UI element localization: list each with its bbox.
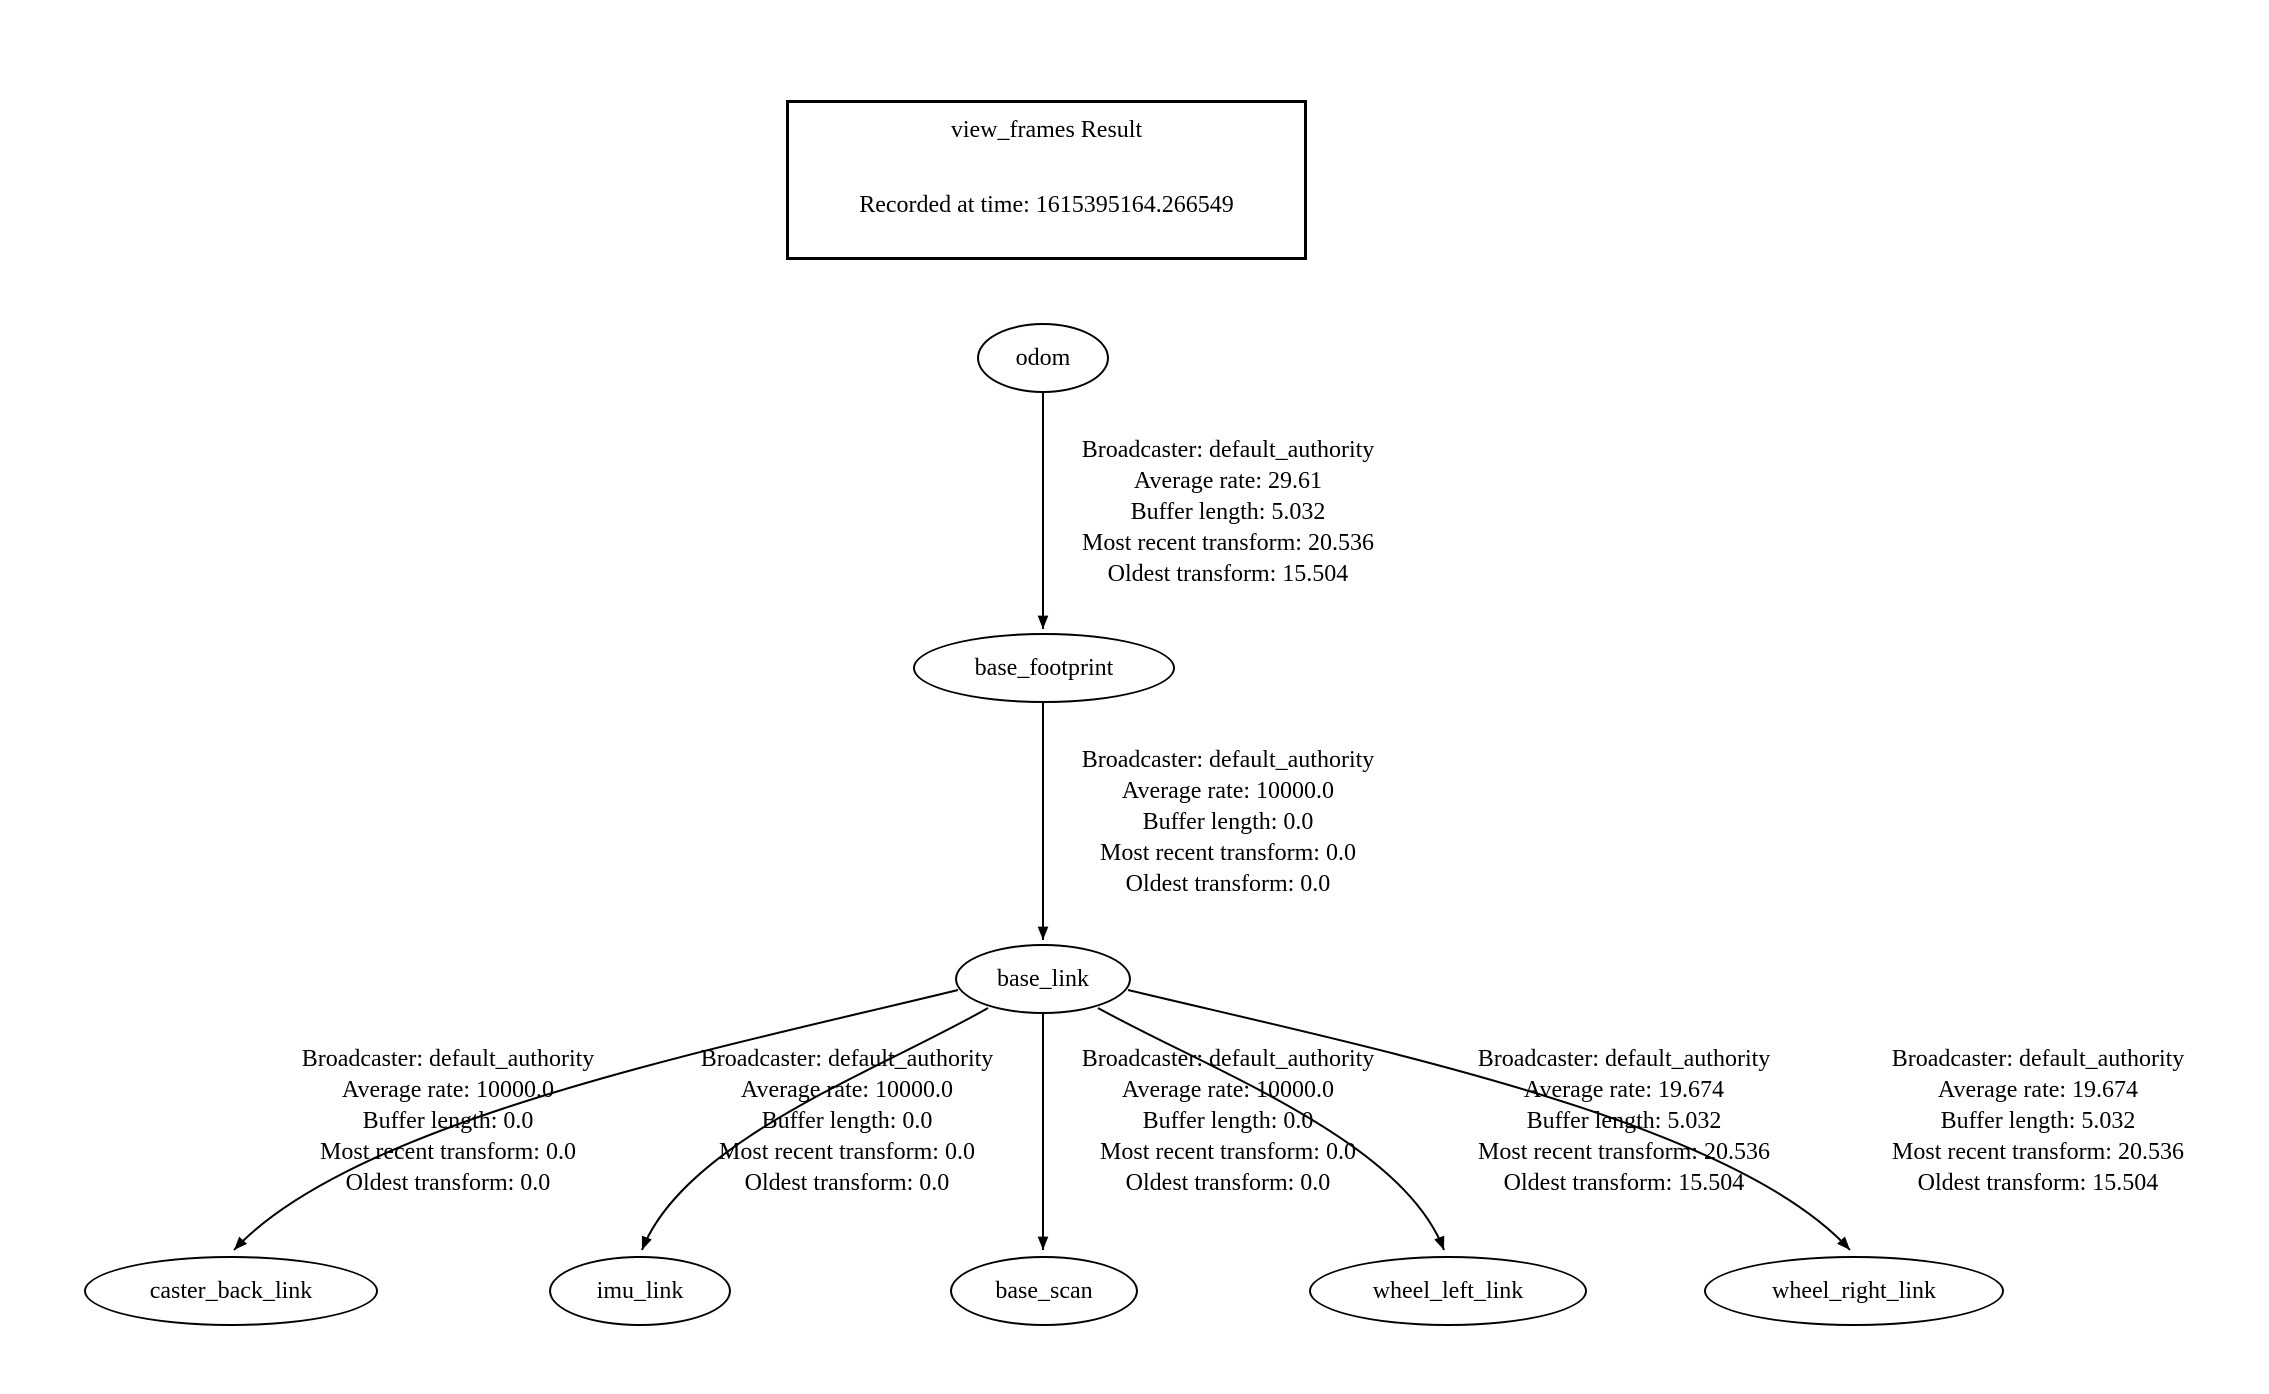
- edge-label-line: Oldest transform: 15.504: [1503, 1170, 1745, 1196]
- node-caster_back_link-label: caster_back_link: [149, 1277, 313, 1304]
- edge-base_link-caster_back_link: [233, 989, 959, 1251]
- node-base_link: base_link: [955, 944, 1131, 1014]
- edge-label-line: Oldest transform: 0.0: [1125, 1170, 1331, 1196]
- node-imu_link: imu_link: [549, 1256, 731, 1326]
- node-wheel_left_link: wheel_left_link: [1309, 1256, 1587, 1326]
- edge-label-line: Buffer length: 0.0: [1142, 809, 1314, 835]
- edge-label-line: Average rate: 19.674: [1937, 1077, 2139, 1103]
- edge-label-line: Buffer length: 0.0: [761, 1108, 933, 1134]
- node-wheel_left_link-label: wheel_left_link: [1372, 1277, 1524, 1304]
- edge-base_link-wheel_left_link: [1097, 1007, 1445, 1251]
- node-base_scan: base_scan: [950, 1256, 1138, 1326]
- edge-label-line: Oldest transform: 0.0: [1125, 871, 1331, 897]
- edge-label-line: Oldest transform: 0.0: [744, 1170, 950, 1196]
- node-wheel_right_link: wheel_right_link: [1704, 1256, 2004, 1326]
- edge-label-line: Buffer length: 5.032: [1130, 499, 1326, 525]
- edge-label-line: Most recent transform: 0.0: [1100, 840, 1356, 866]
- edge-label-base_link-caster_back_link: Broadcaster: default_authority Average r…: [302, 1044, 595, 1199]
- edge-label-line: Broadcaster: default_authority: [1081, 437, 1375, 463]
- edge-label-line: Most recent transform: 0.0: [1100, 1139, 1356, 1165]
- node-base_link-label: base_link: [997, 965, 1089, 992]
- node-base_footprint-label: base_footprint: [974, 654, 1114, 681]
- edge-label-line: Most recent transform: 20.536: [1082, 530, 1374, 556]
- edge-label-line: Most recent transform: 0.0: [320, 1139, 576, 1165]
- title-text: view_frames Result: [950, 117, 1143, 143]
- edge-label-base_link-imu_link: Broadcaster: default_authority Average r…: [701, 1044, 994, 1199]
- node-odom: odom: [977, 323, 1109, 393]
- edge-label-line: Average rate: 10000.0: [1121, 778, 1335, 804]
- edge-label-base_link-wheel_left_link: Broadcaster: default_authority Average r…: [1478, 1044, 1771, 1199]
- edge-label-line: Average rate: 29.61: [1133, 468, 1323, 494]
- edge-label-base_link-wheel_right_link: Broadcaster: default_authority Average r…: [1892, 1044, 2185, 1199]
- node-base_footprint: base_footprint: [913, 633, 1175, 703]
- edge-label-line: Most recent transform: 20.536: [1478, 1139, 1770, 1165]
- edge-label-line: Broadcaster: default_authority: [1477, 1046, 1771, 1072]
- node-wheel_right_link-label: wheel_right_link: [1772, 1277, 1936, 1304]
- edge-label-base_link-base_scan: Broadcaster: default_authority Average r…: [1082, 1044, 1375, 1199]
- edge-label-line: Average rate: 10000.0: [1121, 1077, 1335, 1103]
- edge-label-line: Broadcaster: default_authority: [1081, 1046, 1375, 1072]
- edge-label-odom-base_footprint: Broadcaster: default_authority Average r…: [1082, 435, 1375, 590]
- edge-label-line: Broadcaster: default_authority: [700, 1046, 994, 1072]
- edge-label-base_footprint-base_link: Broadcaster: default_authority Average r…: [1082, 745, 1375, 900]
- edge-label-line: Average rate: 19.674: [1523, 1077, 1725, 1103]
- edge-label-line: Most recent transform: 20.536: [1892, 1139, 2184, 1165]
- edge-label-line: Oldest transform: 15.504: [1917, 1170, 2159, 1196]
- edge-label-line: Average rate: 10000.0: [740, 1077, 954, 1103]
- edge-label-line: Oldest transform: 0.0: [345, 1170, 551, 1196]
- node-imu_link-label: imu_link: [596, 1277, 684, 1304]
- edge-base_link-wheel_right_link: [1127, 989, 1851, 1251]
- edge-label-line: Buffer length: 5.032: [1526, 1108, 1722, 1134]
- edge-label-line: Buffer length: 0.0: [362, 1108, 534, 1134]
- node-base_scan-label: base_scan: [995, 1277, 1093, 1304]
- edge-base_link-imu_link: [641, 1007, 989, 1251]
- edge-label-line: Oldest transform: 15.504: [1107, 561, 1349, 587]
- edge-label-line: Average rate: 10000.0: [341, 1077, 555, 1103]
- node-odom-label: odom: [1015, 344, 1071, 371]
- edge-label-line: Broadcaster: default_authority: [1081, 747, 1375, 773]
- edge-label-line: Buffer length: 0.0: [1142, 1108, 1314, 1134]
- edge-label-line: Most recent transform: 0.0: [719, 1139, 975, 1165]
- edge-label-line: Broadcaster: default_authority: [1891, 1046, 2185, 1072]
- edge-label-line: Buffer length: 5.032: [1940, 1108, 2136, 1134]
- recorded-time-text: Recorded at time: 1615395164.266549: [859, 192, 1234, 218]
- node-caster_back_link: caster_back_link: [84, 1256, 378, 1326]
- title-box: view_frames Result Recorded at time: 161…: [786, 100, 1307, 260]
- edge-label-line: Broadcaster: default_authority: [301, 1046, 595, 1072]
